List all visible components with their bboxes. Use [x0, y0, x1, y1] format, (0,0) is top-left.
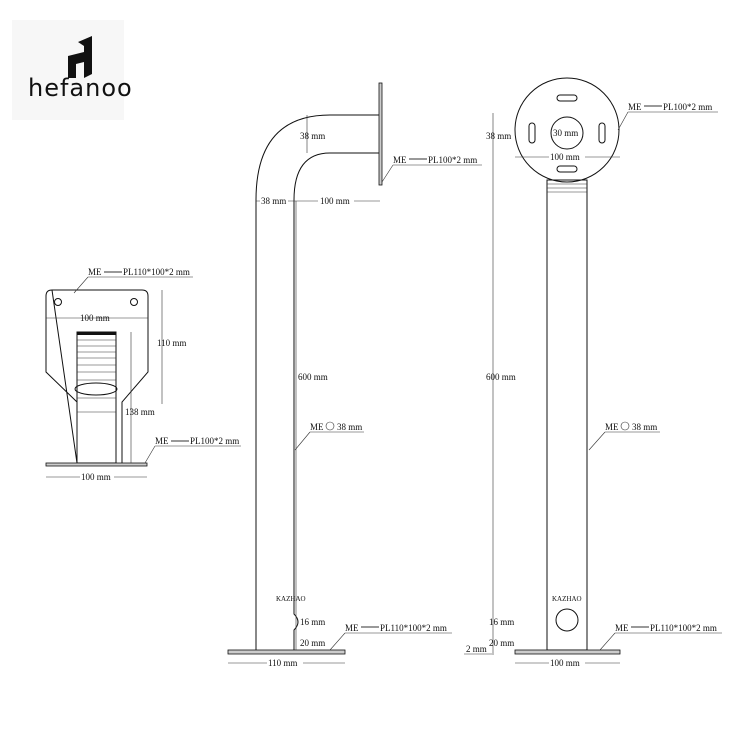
brand-name: hefanoo [28, 74, 133, 102]
front-base-spec: PL100*2 mm [190, 436, 239, 446]
rear-dim-2: 2 mm [466, 644, 487, 654]
side-pipe-spec: 38 mm [337, 422, 362, 432]
side-reach: 100 mm [320, 196, 350, 206]
rear-emblem: KAZHAO [552, 595, 582, 603]
front-base-width: 100 mm [81, 472, 111, 482]
rear-plate-tag: ME [628, 102, 642, 112]
side-plate-spec: PL100*2 mm [428, 155, 477, 165]
rear-base-tag: ME [615, 623, 629, 633]
front-plate-height: 110 mm [157, 338, 186, 348]
side-base-width: 110 mm [268, 658, 297, 668]
rear-dim-16: 16 mm [489, 617, 514, 627]
rear-plate-spec: PL100*2 mm [663, 102, 712, 112]
rear-pipe-spec: 38 mm [632, 422, 657, 432]
side-bend-height: 38 mm [300, 131, 325, 141]
front-base-tag: ME [155, 436, 169, 446]
rear-top-dim: 38 mm [486, 131, 511, 141]
front-height: 138 mm [125, 407, 155, 417]
side-pipe-dia: 38 mm [261, 196, 286, 206]
rear-base-spec: PL110*100*2 mm [650, 623, 717, 633]
side-emblem: KAZHAO [276, 595, 306, 603]
front-view: 100 mm 110 mm 138 mm 100 mm ME PL110*100… [45, 267, 241, 482]
side-dim-16: 16 mm [300, 617, 325, 627]
side-base-tag: ME [345, 623, 359, 633]
side-view: 38 mm 38 mm 100 mm 600 mm 16 mm 20 mm KA… [227, 82, 482, 668]
logo-mark-icon [68, 36, 92, 78]
front-top-plate-tag: ME [88, 267, 102, 277]
rear-pipe-tag: ME [605, 422, 619, 432]
front-plate-width: 100 mm [80, 313, 110, 323]
brand-logo [12, 20, 124, 120]
rear-base-width: 100 mm [550, 658, 580, 668]
side-plate-tag: ME [393, 155, 407, 165]
side-dim-20: 20 mm [300, 638, 325, 648]
rear-center-hole: 30 mm [553, 128, 578, 138]
rear-view: KAZHAO 100 mm 30 mm 38 mm 600 mm 16 mm 2… [464, 77, 722, 668]
front-top-plate-spec: PL110*100*2 mm [123, 267, 190, 277]
side-pipe-tag: ME [310, 422, 324, 432]
rear-plate-dia: 100 mm [550, 152, 580, 162]
side-length: 600 mm [298, 372, 328, 382]
rear-length: 600 mm [486, 372, 516, 382]
side-base-spec: PL110*100*2 mm [380, 623, 447, 633]
rear-dim-20: 20 mm [489, 638, 514, 648]
